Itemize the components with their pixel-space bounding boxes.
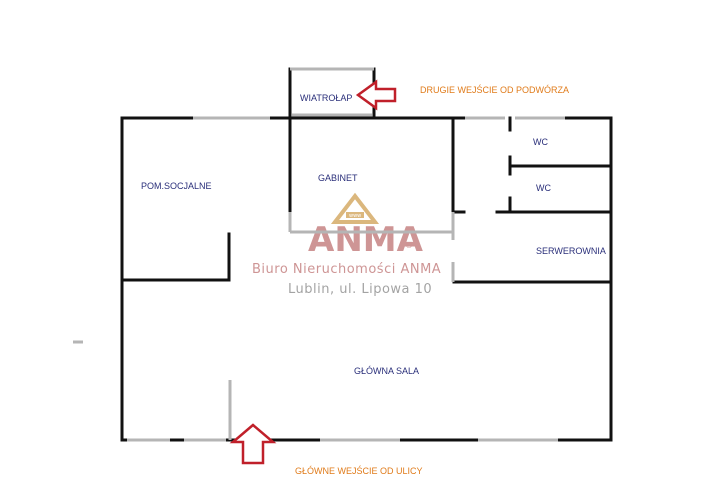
label-serwerownia: SERWEROWNIA [536,246,606,256]
arrow-main-entrance [229,423,277,465]
label-wc-2: WC [536,183,551,193]
note-main-entrance: GŁÓWNE WEJŚCIE OD ULICY [295,465,423,476]
watermark-company: Biuro Nieruchomości ANMA [252,262,441,277]
logo-text: ANMA [308,220,424,260]
anma-logo: www ANMA ® [308,192,424,260]
arrow-second-entrance [355,79,397,111]
label-pom-socjalne: POM.SOCJALNE [141,181,212,191]
walls [120,67,613,442]
label-wiatrolap: WIATROŁAP [300,93,352,103]
label-gabinet: GABINET [318,173,358,183]
watermark: www ANMA ® Biuro Nieruchomości ANMA Lubl… [252,192,441,297]
note-second-entrance: DRUGIE WEJŚCIE OD PODWÓRZA [420,84,569,95]
logo-badge: www [349,213,361,219]
label-glowna-sala: GŁÓWNA SALA [354,366,419,376]
windows [73,67,565,442]
logo-reg-mark: ® [405,241,413,250]
watermark-address: Lublin, ul. Lipowa 10 [288,282,432,297]
label-wc-1: WC [533,137,548,147]
